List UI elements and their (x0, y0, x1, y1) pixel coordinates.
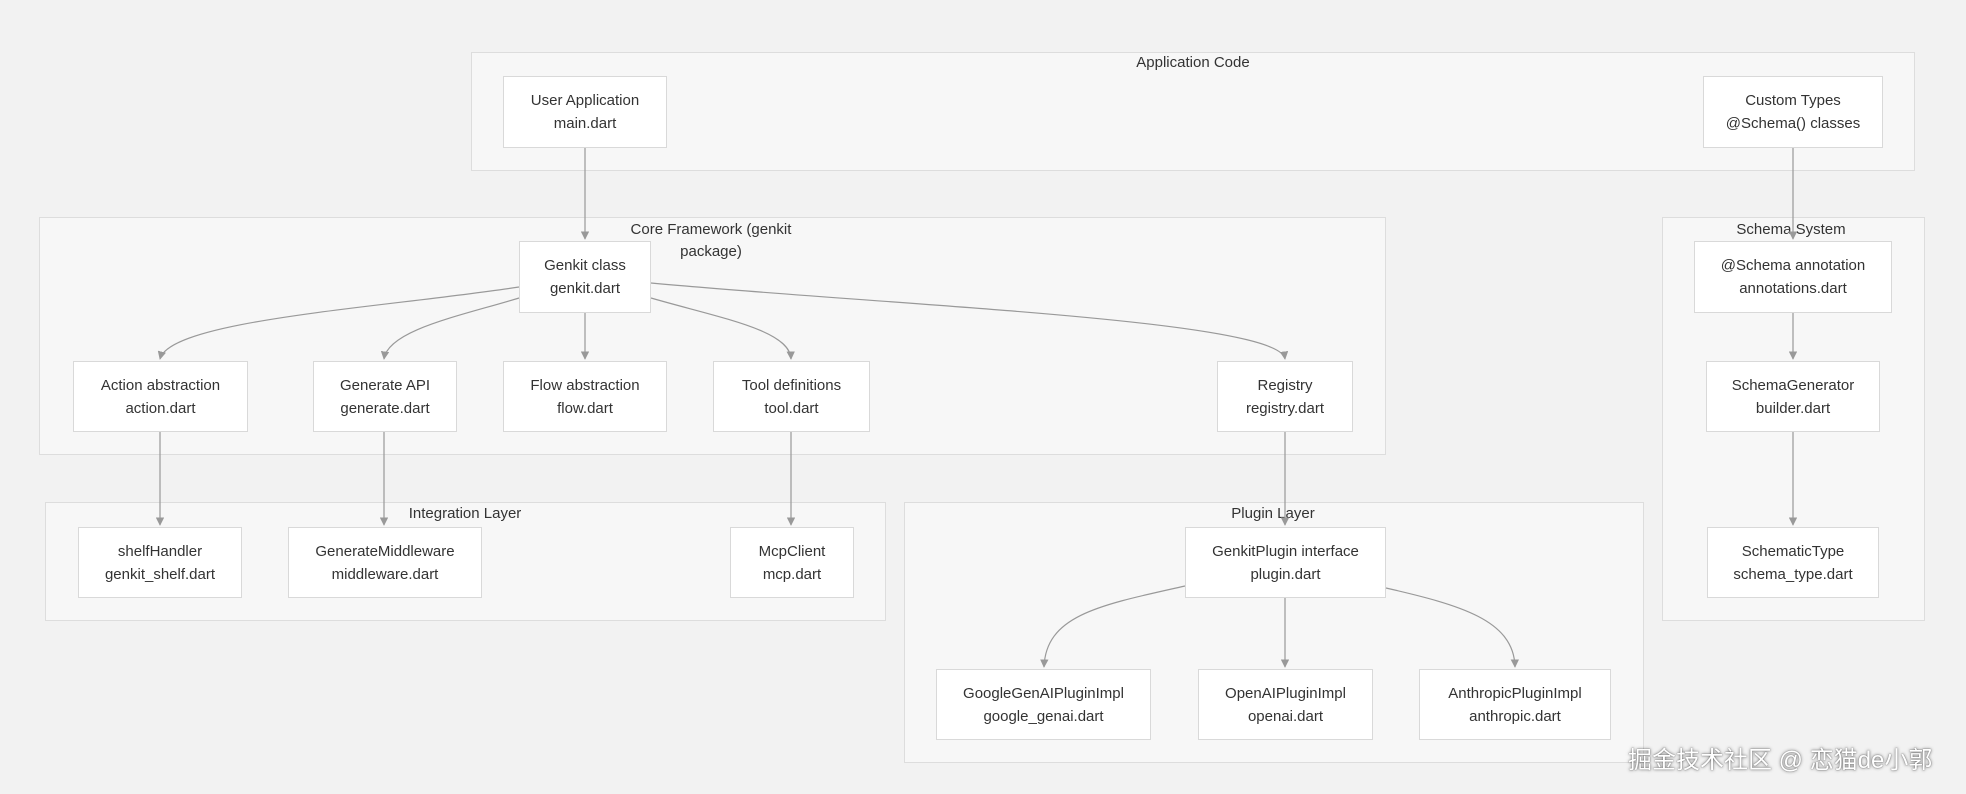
group-title-application-code: Application Code (1136, 54, 1250, 71)
node-title: OpenAIPluginImpl (1225, 684, 1346, 702)
node-title: GenerateMiddleware (315, 542, 455, 560)
node-genkit-class: Genkit class genkit.dart (519, 241, 651, 313)
node-registry: Registry registry.dart (1217, 361, 1353, 432)
node-shelf-handler: shelfHandler genkit_shelf.dart (78, 527, 242, 598)
node-title: @Schema annotation (1720, 257, 1866, 274)
group-title-schema-system: Schema System (1736, 221, 1846, 238)
edge-genkit-to-registry (650, 282, 1289, 360)
node-title: Flow abstraction (530, 376, 640, 394)
group-title-plugin-layer: Plugin Layer (1231, 505, 1315, 522)
node-flow-abstraction: Flow abstraction flow.dart (503, 361, 667, 432)
node-generate-api: Generate API generate.dart (313, 361, 457, 432)
node-file: google_genai.dart (983, 707, 1104, 725)
node-title: GenkitPlugin interface (1212, 542, 1359, 560)
node-title: Action abstraction (100, 376, 221, 394)
node-title: Generate API (339, 376, 431, 394)
node-tool-definitions: Tool definitions tool.dart (713, 361, 870, 432)
node-file: genkit.dart (549, 280, 621, 297)
edge-genkit-to-generate (380, 297, 520, 360)
edge-genkit-to-tool (650, 297, 795, 360)
node-title: GoogleGenAIPluginImpl (963, 684, 1124, 702)
group-core-framework (39, 217, 1386, 455)
node-file: flow.dart (557, 399, 613, 417)
node-file: mcp.dart (762, 565, 822, 583)
group-application-code (471, 52, 1915, 171)
node-title: Registry (1257, 376, 1313, 394)
group-title-integration-layer: Integration Layer (408, 505, 522, 522)
node-file: annotations.dart (1739, 280, 1847, 297)
node-title: AnthropicPluginImpl (1448, 684, 1582, 702)
node-file: genkit_shelf.dart (104, 565, 216, 583)
node-title: shelfHandler (117, 542, 203, 560)
node-file: @Schema() classes (1725, 115, 1861, 132)
node-file: builder.dart (1755, 399, 1831, 417)
node-title: McpClient (758, 542, 826, 560)
watermark: 掘金技术社区 @ 恋猫de小郭 (1628, 747, 1933, 774)
group-title-core-line1: Core Framework (genkit (630, 221, 792, 238)
edge-genkit-to-action (157, 286, 520, 360)
node-file: main.dart (553, 115, 617, 132)
node-file: middleware.dart (331, 565, 439, 583)
node-file: tool.dart (764, 399, 819, 417)
node-title: SchemaGenerator (1731, 376, 1855, 394)
node-title: Custom Types (1745, 92, 1841, 109)
node-custom-types: Custom Types @Schema() classes (1703, 76, 1883, 148)
node-file: schema_type.dart (1733, 565, 1853, 583)
node-file: plugin.dart (1250, 565, 1321, 583)
edge-plugin-to-google (1040, 585, 1186, 668)
node-anthropic-plugin: AnthropicPluginImpl anthropic.dart (1419, 669, 1611, 740)
node-action-abstraction: Action abstraction action.dart (73, 361, 248, 432)
node-schema-annotation: @Schema annotation annotations.dart (1694, 241, 1892, 313)
node-title: Genkit class (544, 257, 626, 274)
node-file: action.dart (125, 399, 196, 417)
node-file: generate.dart (340, 399, 430, 417)
node-file: registry.dart (1245, 399, 1325, 417)
node-mcp-client: McpClient mcp.dart (730, 527, 854, 598)
node-file: anthropic.dart (1469, 707, 1561, 725)
group-title-core-framework: Core Framework (genkit package) (631, 219, 792, 263)
node-file: openai.dart (1247, 707, 1324, 725)
node-generate-middleware: GenerateMiddleware middleware.dart (288, 527, 482, 598)
node-title: User Application (530, 92, 640, 109)
edge-plugin-to-anthropic (1385, 587, 1520, 668)
node-schematic-type: SchematicType schema_type.dart (1707, 527, 1879, 598)
node-genkit-plugin-interface: GenkitPlugin interface plugin.dart (1185, 527, 1386, 598)
node-openai-plugin: OpenAIPluginImpl openai.dart (1198, 669, 1373, 740)
node-title: Tool definitions (741, 376, 842, 394)
group-title-core-line2: package) (680, 243, 742, 260)
node-title: SchematicType (1741, 542, 1845, 560)
node-google-genai-plugin: GoogleGenAIPluginImpl google_genai.dart (936, 669, 1151, 740)
node-schema-generator: SchemaGenerator builder.dart (1706, 361, 1880, 432)
node-user-application: User Application main.dart (503, 76, 667, 148)
